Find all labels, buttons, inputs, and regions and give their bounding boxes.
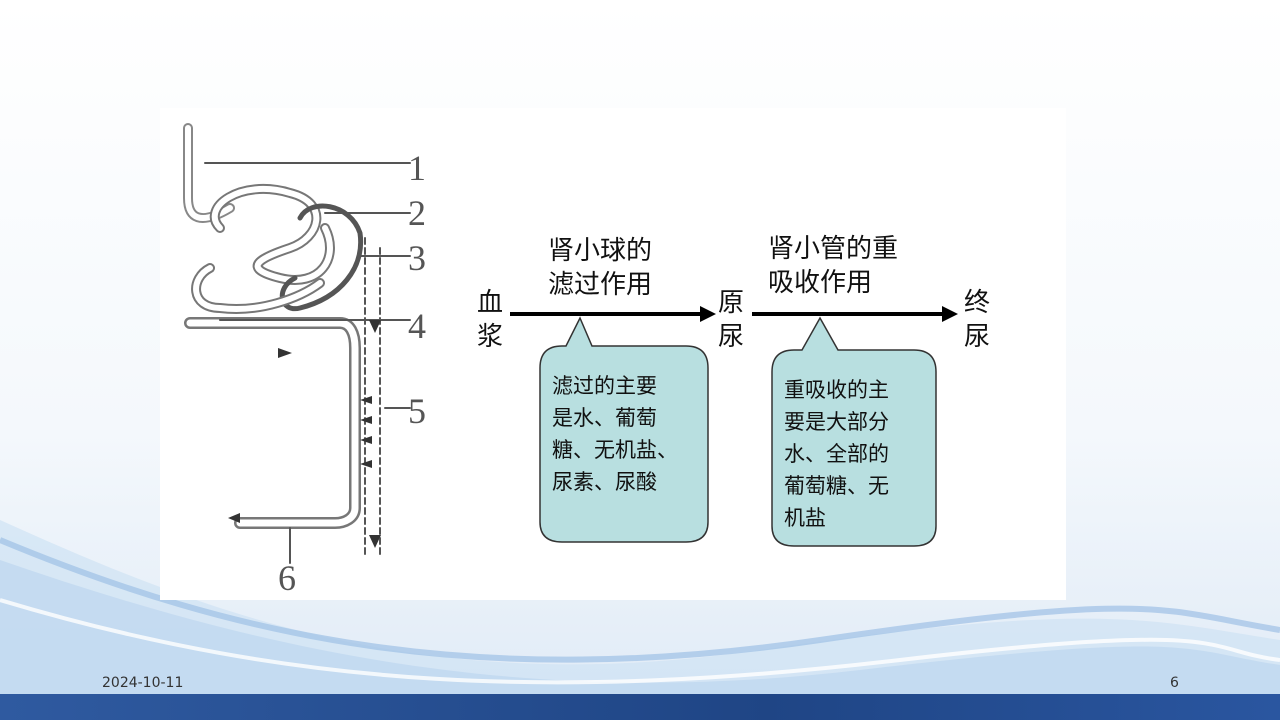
footer-bar: [0, 694, 1280, 720]
glomerular-filtration-label: 肾小球的 滤过作用: [548, 236, 653, 300]
slide-page-number: 6: [1170, 675, 1179, 691]
reabsorption-callout-bubble: [771, 316, 937, 547]
filtration-arrow-line: [510, 312, 702, 316]
blood-plasma-label: 血 浆: [476, 288, 503, 352]
label-3: 3: [408, 238, 426, 278]
final-urine-label: 终 尿: [963, 288, 990, 352]
label-6: 6: [278, 558, 296, 598]
filtration-callout-bubble: [539, 316, 709, 543]
label-4: 4: [408, 306, 426, 346]
tubular-reabsorption-label: 肾小管的重 吸收作用: [768, 234, 899, 298]
filtration-callout-text: 滤过的主要 是水、葡萄 糖、无机盐、 尿素、尿酸: [552, 374, 678, 494]
label-2: 2: [408, 193, 426, 233]
slide-date: 2024-10-11: [102, 675, 184, 691]
nephron-diagram: [183, 123, 411, 564]
reabsorption-arrow-head: [942, 306, 958, 322]
primary-urine-label: 原 尿: [717, 288, 744, 352]
filtration-arrow-head: [700, 306, 716, 322]
label-5: 5: [408, 391, 426, 431]
label-1: 1: [408, 148, 426, 188]
reabsorption-callout-text: 重吸收的主 要是大部分 水、全部的 葡萄糖、无 机盐: [784, 378, 889, 530]
reabsorption-arrow-line: [752, 312, 944, 316]
